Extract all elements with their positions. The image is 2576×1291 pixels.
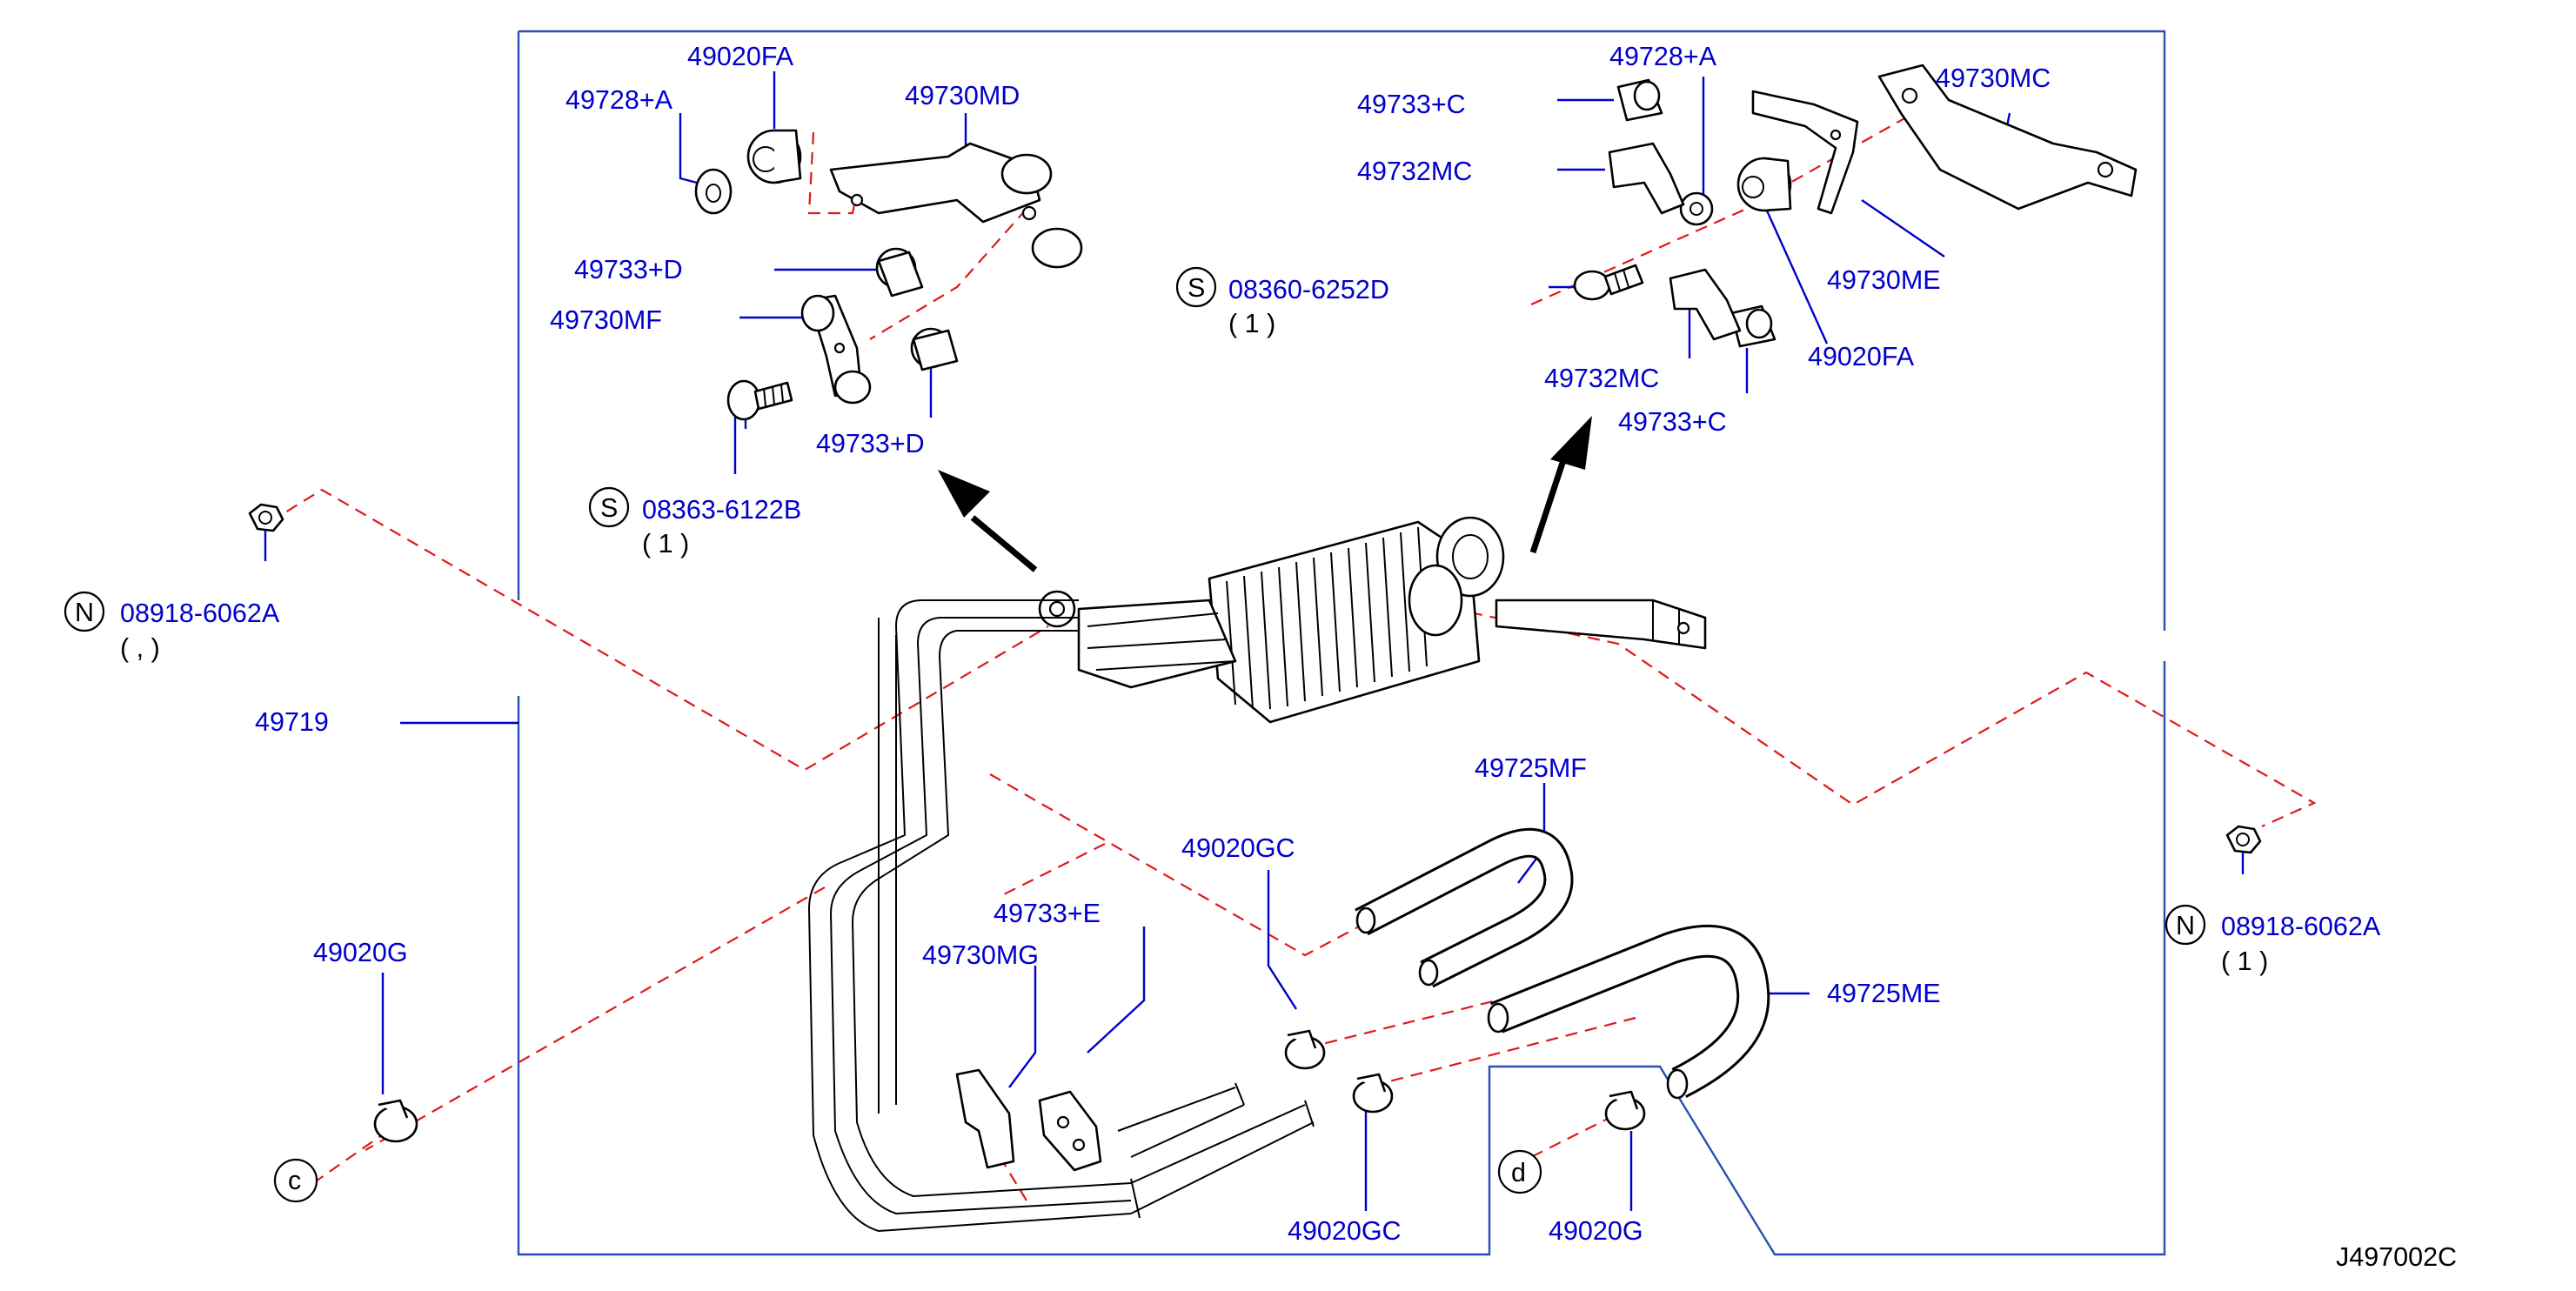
clamp-49730mf-icon [800,294,872,405]
label-08918-6062a: 08918-6062A [120,599,280,628]
label-49020fa: 49020FA [1808,342,1915,371]
nut-icon [2225,825,2262,854]
label-49732mc: 49732MC [1357,157,1472,186]
label-49020gc: 49020GC [1181,833,1295,863]
nut-icon [248,503,284,532]
label-49020g: 49020G [313,938,408,967]
bracket-49730md-icon [829,142,1083,269]
label-08360-6252d: 08360-6252D [1228,275,1389,304]
grommet-49020fa-icon [746,129,802,184]
hose-49725me-icon [1487,924,1770,1100]
label-49020g: 49020G [1549,1216,1643,1246]
label-49733c: 49733+C [1357,90,1466,119]
standard-part-mark: S [1188,273,1205,303]
hose-clamp-49020gc-icon [1284,1029,1394,1114]
label-49725mf: 49725MF [1475,753,1587,783]
label-49733c: 49733+C [1618,407,1727,437]
label-49020fa: 49020FA [687,42,794,71]
diagram-id: J497002C [2336,1242,2457,1272]
label-49733d: 49733+D [816,429,925,458]
reference-c: c [288,1166,301,1195]
bolt-icon [1573,264,1644,301]
bush-49733c-icon [1616,78,1776,348]
bracket-49730me-icon [1751,90,1859,215]
label-49728a: 49728+A [1609,42,1717,71]
part-labels: 49020FA 49728+A 49730MD 49733+D 49730MF … [255,42,2051,1246]
quantity: ( 1 ) [2221,947,2268,976]
label-49728a: 49728+A [565,85,673,115]
quantity: ( , ) [120,633,160,663]
standard-part-mark: N [75,598,94,627]
label-08363-6122b: 08363-6122B [642,495,801,525]
label-49020gc: 49020GC [1288,1216,1402,1246]
label-49719: 49719 [255,707,329,737]
standard-part-mark: S [600,493,618,523]
quantity: ( 1 ) [642,529,689,559]
grommet-49020fa-icon [1736,157,1792,212]
label-49730me: 49730ME [1827,265,1941,295]
label-49730mg: 49730MG [922,940,1039,970]
bush-49733e-icon [1038,1090,1102,1172]
hydraulic-tube-icon [808,599,1315,1232]
label-49733d: 49733+D [574,255,683,284]
label-08918-6062a: 08918-6062A [2221,912,2381,941]
bracket-49730mc-icon [1877,64,2138,211]
oil-cooler-icon [1038,516,1707,724]
collar-49728a-icon [1679,191,1714,226]
label-49730mf: 49730MF [550,305,662,335]
label-49733e: 49733+E [994,899,1101,928]
label-49732mc: 49732MC [1544,364,1659,393]
standard-part-mark: N [2176,911,2195,940]
fastener-callouts: S 08360-6252D ( 1 ) S 08363-6122B ( 1 ) … [64,266,2381,976]
label-49725me: 49725ME [1827,979,1941,1008]
bush-49733d-icon [875,247,959,371]
bolt-icon [726,379,793,421]
clamp-49732mc-icon [1608,142,1742,341]
reference-d: d [1511,1158,1526,1187]
hose-clamp-49020g-icon [373,1090,1646,1143]
reference-markers: c d [273,1149,1542,1203]
assembly-frame [400,30,2166,1256]
label-49730mc: 49730MC [1936,64,2051,93]
hose-49725mf-icon [1355,827,1574,988]
arrow-icon [938,416,1592,572]
collar-49728a-icon [694,168,733,215]
label-49730md: 49730MD [905,81,1020,110]
quantity: ( 1 ) [1228,309,1275,338]
clamp-49730mg-icon [955,1068,1015,1169]
